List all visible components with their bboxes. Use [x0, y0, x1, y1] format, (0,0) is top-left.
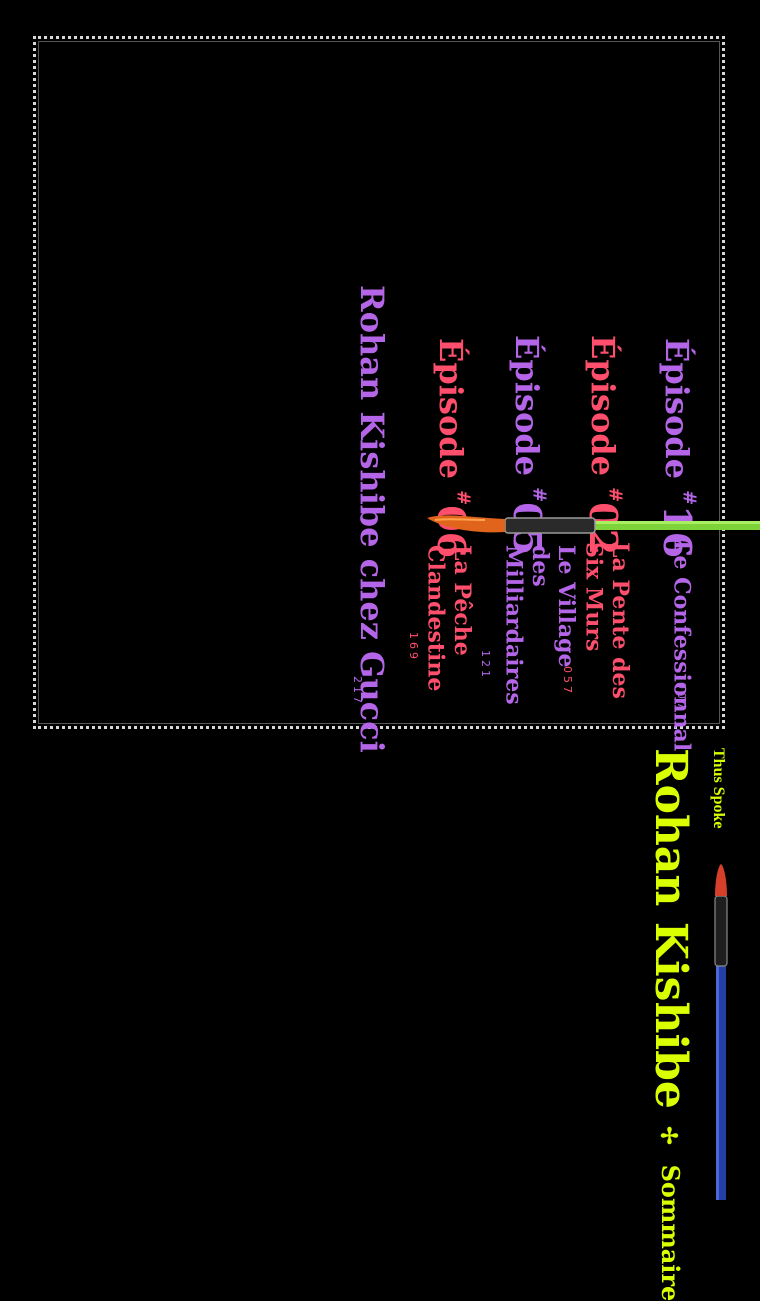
episode-word: Épisode — [432, 338, 470, 480]
episode-05-title[interactable]: Le Village des Milliardaires — [500, 545, 580, 705]
episode-05-page: 121 — [479, 650, 492, 680]
episode-hash: # — [604, 487, 626, 503]
episode-hash: # — [678, 490, 700, 506]
contents-frame — [33, 36, 725, 729]
episode-06-title[interactable]: La Pêche Clandestine — [422, 545, 475, 692]
episode-hash: # — [528, 487, 550, 503]
series-prefix: Thus Spoke — [710, 748, 727, 829]
episode-16-title[interactable]: Le Confessionnal — [668, 540, 695, 752]
episode-06-label: Épisode #06 — [429, 338, 474, 559]
paintbrush-icon — [427, 515, 760, 534]
episode-number: 06 — [429, 505, 474, 559]
vertical-paintbrush-icon — [714, 864, 728, 1200]
series-title: Rohan Kishibe ✢ Sommaire — [645, 748, 696, 1301]
special-chapter-title[interactable]: Rohan Kishibe chez Gucci — [353, 285, 391, 753]
episode-word: Épisode — [658, 338, 696, 480]
episode-word: Épisode — [508, 335, 546, 477]
episode-02-title[interactable]: La Pente des Six Murs — [580, 542, 633, 699]
episode-word: Épisode — [584, 335, 622, 477]
episode-02-page: 057 — [561, 666, 574, 696]
episode-06-page: 169 — [407, 632, 420, 662]
special-chapter-page: 217 — [351, 676, 364, 706]
episode-number: 16 — [655, 505, 700, 559]
episode-16-page: 007 — [675, 682, 688, 712]
section-label: Sommaire — [656, 1164, 685, 1301]
contents-frame-inner — [38, 41, 720, 724]
episode-hash: # — [452, 490, 474, 506]
separator-icon: ✢ — [657, 1124, 683, 1150]
episode-16-label: Épisode #16 — [655, 338, 700, 559]
series-title-text: Rohan Kishibe — [645, 748, 696, 1109]
